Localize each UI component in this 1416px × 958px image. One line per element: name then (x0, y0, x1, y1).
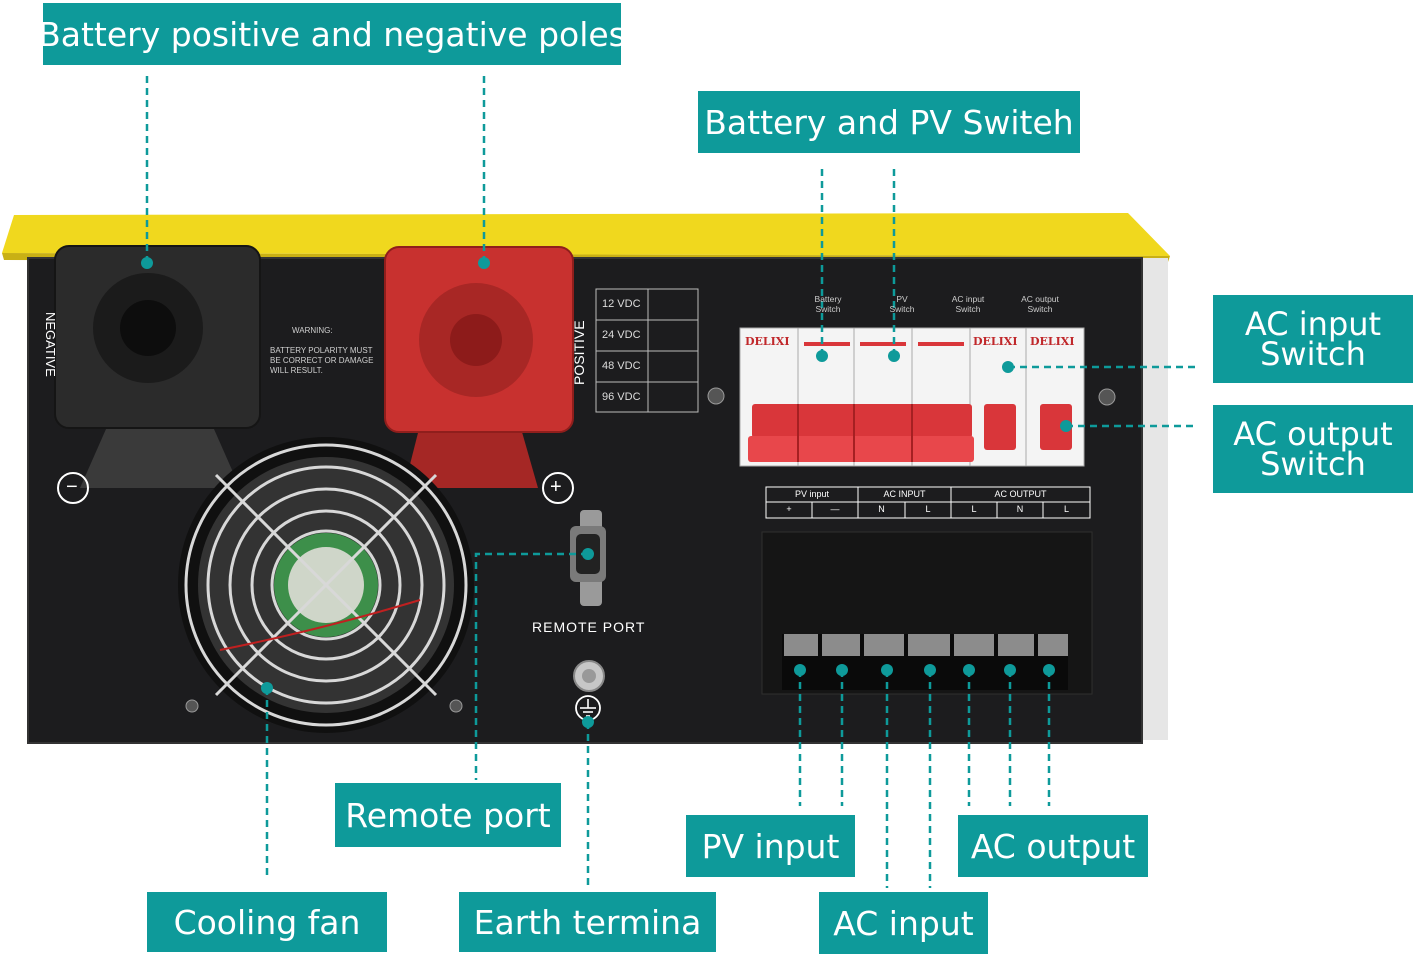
breaker-brand-3: DELIXI (1030, 335, 1075, 348)
terminal-block (761, 531, 1093, 695)
warning-line-1: BATTERY POLARITY MUST (270, 346, 373, 355)
plus-symbol: + (550, 476, 562, 498)
terminal-mark-3: N (878, 504, 885, 514)
housing-top-lid (2, 213, 1170, 256)
breaker-brand-1: DELIXI (745, 335, 790, 348)
terminal-mark-4: L (925, 504, 931, 514)
voltage-96: 96 VDC (602, 391, 641, 403)
voltage-24: 24 VDC (602, 329, 641, 341)
warning-title: WARNING: (292, 326, 333, 335)
terminal-group-pv: PV input (794, 489, 830, 499)
minus-symbol: − (66, 476, 78, 498)
terminal-mark-6: N (1016, 504, 1024, 514)
callout-cooling-fan: Cooling fan (147, 892, 387, 952)
terminal-mark-5: L (971, 504, 977, 514)
callout-remote-port: Remote port (335, 783, 561, 847)
terminal-mark-1: + (786, 504, 792, 514)
voltage-48: 48 VDC (602, 360, 641, 372)
terminal-mark-7: L (1063, 504, 1069, 514)
voltage-table (595, 288, 699, 413)
callout-ac-input: AC input (819, 892, 988, 954)
negative-label: NEGATIVE (43, 312, 58, 377)
voltage-12: 12 VDC (602, 298, 641, 310)
remote-port-label: REMOTE PORT (532, 619, 646, 635)
minus-symbol-circle (57, 472, 89, 504)
positive-label: POSITIVE (571, 320, 587, 385)
terminal-group-ac-input: AC INPUT (883, 489, 926, 499)
warning-line-2: BE CORRECT OR DAMAGE (270, 356, 374, 365)
terminal-group-ac-output: AC OUTPUT (994, 489, 1047, 499)
leader-dots (141, 257, 1072, 728)
callout-battery-poles: Battery positive and negative poles (38, 3, 626, 65)
plus-symbol-circle (542, 472, 574, 504)
breaker-block (739, 327, 1085, 467)
negative-terminal (54, 245, 261, 488)
callout-battery-pv-switch: Battery and PV Switeh (698, 91, 1080, 153)
callout-earth-terminal: Earth termina (459, 892, 716, 952)
callout-ac-output: AC output (958, 815, 1148, 877)
callout-pv-input: PV input (686, 815, 855, 877)
terminal-label-table (765, 486, 1091, 519)
breaker-brand-2: DELIXI (973, 335, 1018, 348)
warning-line-3: WILL RESULT. (270, 366, 323, 375)
leader-lines (145, 76, 1196, 890)
positive-terminal (384, 246, 574, 488)
terminal-mark-2: — (830, 504, 840, 514)
cooling-fan (178, 437, 474, 733)
